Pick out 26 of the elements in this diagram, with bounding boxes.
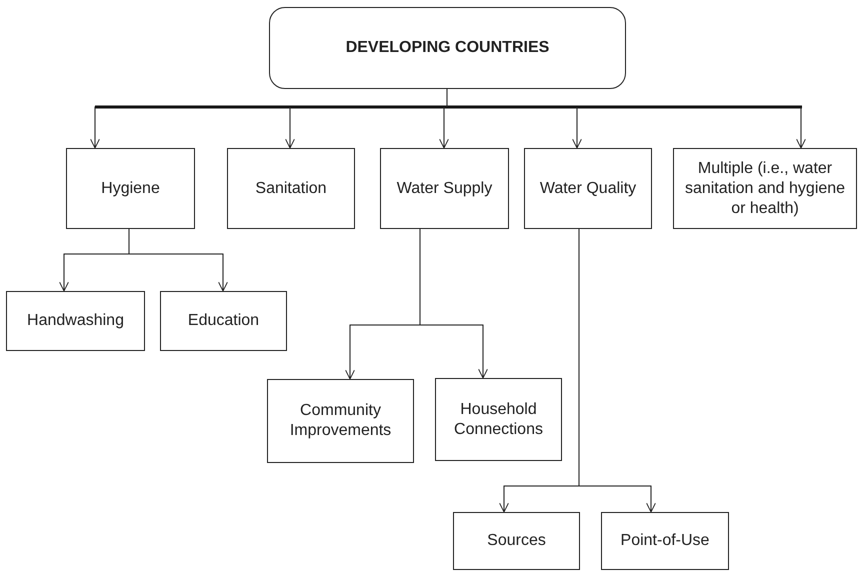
box [6, 291, 145, 351]
box [524, 148, 652, 229]
box-label: Household Connections [453, 400, 544, 440]
box [601, 512, 729, 570]
box [267, 379, 414, 463]
box-label: Hygiene [101, 178, 160, 198]
box-label: Education [188, 311, 260, 331]
box-label: DEVELOPING COUNTRIES [346, 38, 550, 58]
arrow [420, 228, 488, 378]
arrow [128, 228, 228, 292]
box-label: Point-of-Use [620, 531, 710, 551]
box-label: Water Quality [540, 178, 636, 198]
box [66, 148, 195, 229]
box [160, 291, 287, 351]
box-label: Multiple (i.e., water sanitation and hygiene or health) [684, 158, 846, 218]
box [227, 148, 355, 229]
box [453, 512, 580, 570]
box-label: Sanitation [255, 178, 327, 198]
box-label: Sources [487, 531, 546, 551]
box [673, 148, 857, 229]
box-label: Handwashing [27, 311, 124, 331]
box [380, 148, 509, 229]
box-label: Community Improvements [288, 401, 392, 441]
box [435, 378, 562, 461]
box-label: Water Supply [396, 178, 492, 198]
rounded-box [269, 7, 626, 89]
